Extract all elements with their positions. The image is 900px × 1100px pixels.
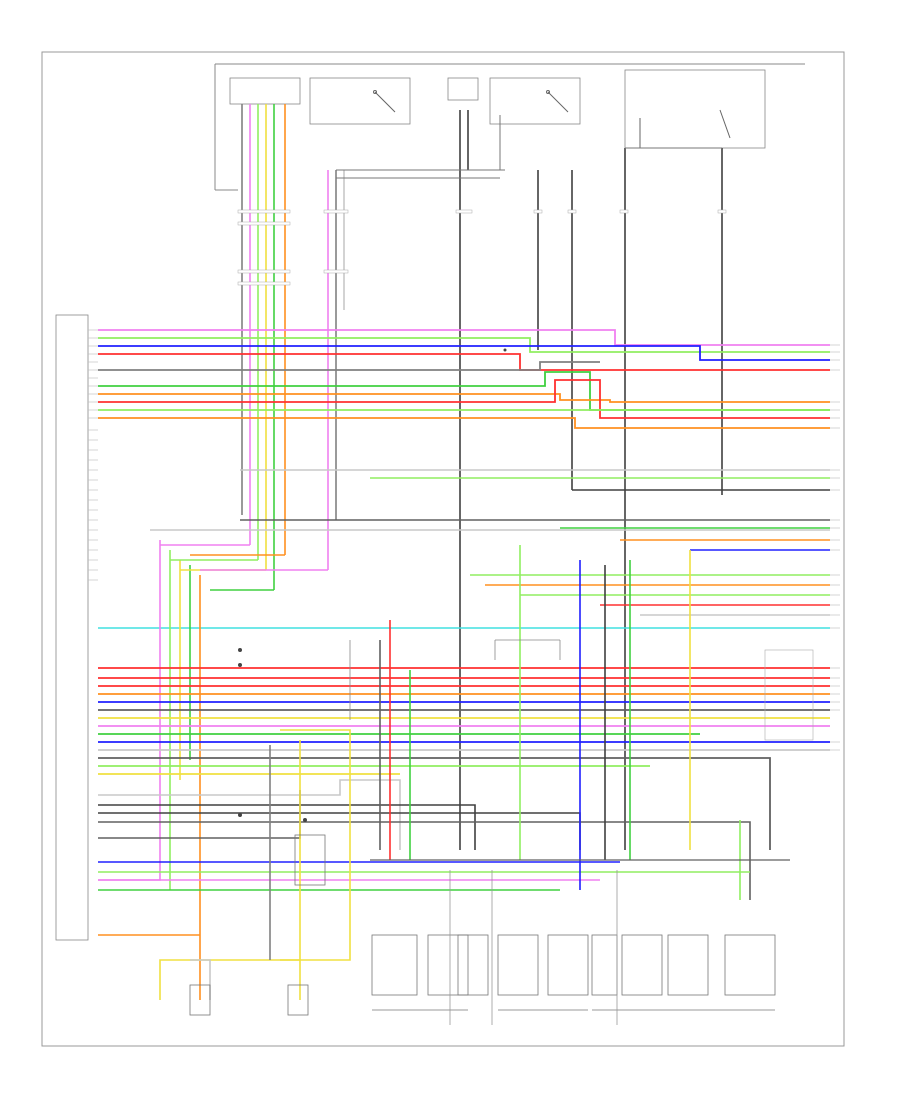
ecm-drop-wires xyxy=(98,540,328,1000)
connector-block xyxy=(447,77,479,101)
top-vertical-wires xyxy=(241,104,723,850)
injector-group-3 xyxy=(591,934,776,1011)
injector-dividers xyxy=(449,870,618,1025)
ecm-pin-ticks xyxy=(88,329,98,581)
connector-dots xyxy=(238,348,507,822)
diagram-frame xyxy=(41,51,845,1047)
ecm-upper-wires xyxy=(98,329,830,429)
sensor-symbols xyxy=(189,834,326,1016)
center-relay xyxy=(349,639,561,720)
ecm-block xyxy=(55,314,89,941)
top-horizontal-bars xyxy=(336,115,722,179)
top-bus-lines xyxy=(214,63,805,191)
sensor-wires xyxy=(159,729,351,1000)
battery-junction-box xyxy=(229,77,301,105)
ecm-lower-wires xyxy=(98,667,830,850)
injector-group-1 xyxy=(371,934,469,1011)
relay-box-2 xyxy=(489,77,581,125)
relay-box-1 xyxy=(309,77,411,125)
right-connector-block xyxy=(764,649,814,741)
connector-breaks xyxy=(237,209,727,286)
relay-contacts xyxy=(373,90,731,148)
bottom-wires xyxy=(98,545,751,936)
right-edge-pins xyxy=(830,344,840,751)
ecm-mid-wires xyxy=(98,469,830,629)
top-components xyxy=(229,69,766,149)
injector-group-2 xyxy=(457,934,589,1011)
right-relay-box xyxy=(624,69,766,149)
